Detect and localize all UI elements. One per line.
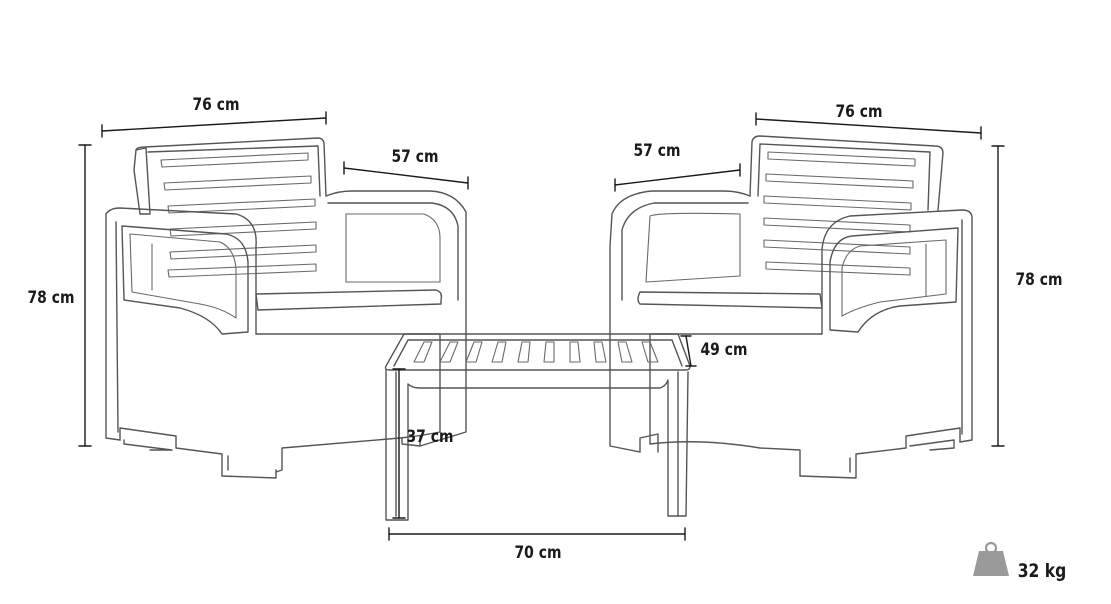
left-chair-backrest-frame — [135, 137, 327, 197]
right-chair-body — [649, 333, 823, 477]
table-depth-label: 49 cm — [700, 340, 747, 360]
left-chair-depth-line — [343, 167, 469, 184]
left-chair-depth-label: 57 cm — [391, 147, 438, 167]
right-chair-height-label: 78 cm — [1015, 270, 1062, 290]
left-chair-backrest — [133, 147, 151, 215]
dimension-labels: 76 cm 57 cm 78 cm 76 cm 57 cm 78 cm 49 c… — [27, 95, 1062, 563]
left-chair-height-label: 78 cm — [27, 288, 74, 308]
left-chair-seat — [255, 289, 443, 311]
left-chair-width-line — [101, 117, 327, 132]
table-depth-line — [685, 335, 692, 367]
right-chair-front-armrest — [821, 209, 973, 443]
weight-indicator: 32 kg — [973, 541, 1067, 583]
left-chair-front-armrest — [105, 207, 257, 335]
left-chair-rear-armrest — [325, 190, 467, 447]
left-chair-width-label: 76 cm — [192, 95, 239, 115]
right-armchair — [609, 135, 973, 479]
table-width-label: 70 cm — [514, 543, 561, 563]
right-chair-width-label: 76 cm — [835, 102, 882, 122]
right-chair-width-line — [755, 118, 982, 134]
weight-icon — [973, 541, 1009, 576]
table-legs — [385, 369, 689, 521]
left-armchair — [105, 137, 467, 479]
right-chair-rear-armrest — [609, 190, 751, 453]
table-height-label: 37 cm — [406, 427, 453, 447]
right-chair-backrest — [749, 135, 944, 211]
right-chair-depth-line — [614, 169, 741, 186]
weight-label: 32 kg — [1018, 561, 1067, 583]
right-chair-depth-label: 57 cm — [633, 141, 680, 161]
right-chair-legs — [799, 427, 961, 479]
left-chair-body — [255, 333, 441, 473]
right-chair-seat — [637, 291, 823, 309]
dimension-lines — [78, 111, 1005, 541]
left-chair-legs — [119, 427, 277, 479]
